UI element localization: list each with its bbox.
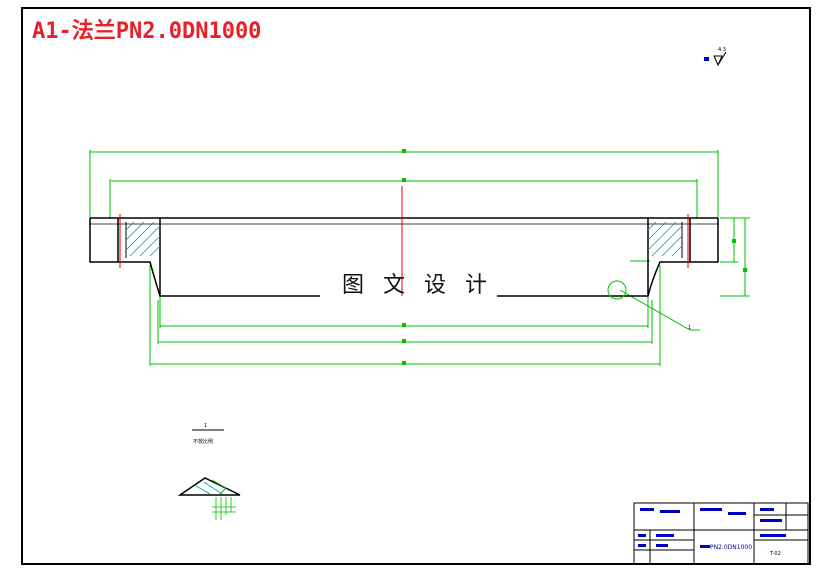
surface-finish-symbol: 4.3 (704, 47, 727, 67)
detail-scale-label: 不放比例 (193, 438, 213, 445)
detail-scale-note: 1 不放比例 (192, 423, 224, 445)
drawing-frame (21, 7, 811, 565)
title-block-fills (638, 508, 786, 548)
watermark: 图 文 设 计 (342, 273, 493, 298)
detail-view (177, 477, 241, 520)
surface-finish-value: 4.3 (718, 47, 726, 53)
section-hatching (125, 221, 683, 257)
title-block-drawing-number: T-02 (769, 551, 781, 557)
leader-note: 1 (688, 325, 691, 331)
center-lines (119, 186, 689, 296)
detail-scale-number: 1 (204, 423, 207, 429)
title-block-name: PN2.0DN1000 (710, 544, 752, 551)
dimension-lines (89, 150, 750, 366)
title-block (633, 502, 809, 565)
dimension-markers (402, 149, 747, 365)
detail-circle (607, 280, 627, 300)
drawing-title: A1-法兰PN2.0DN1000 (32, 18, 261, 44)
